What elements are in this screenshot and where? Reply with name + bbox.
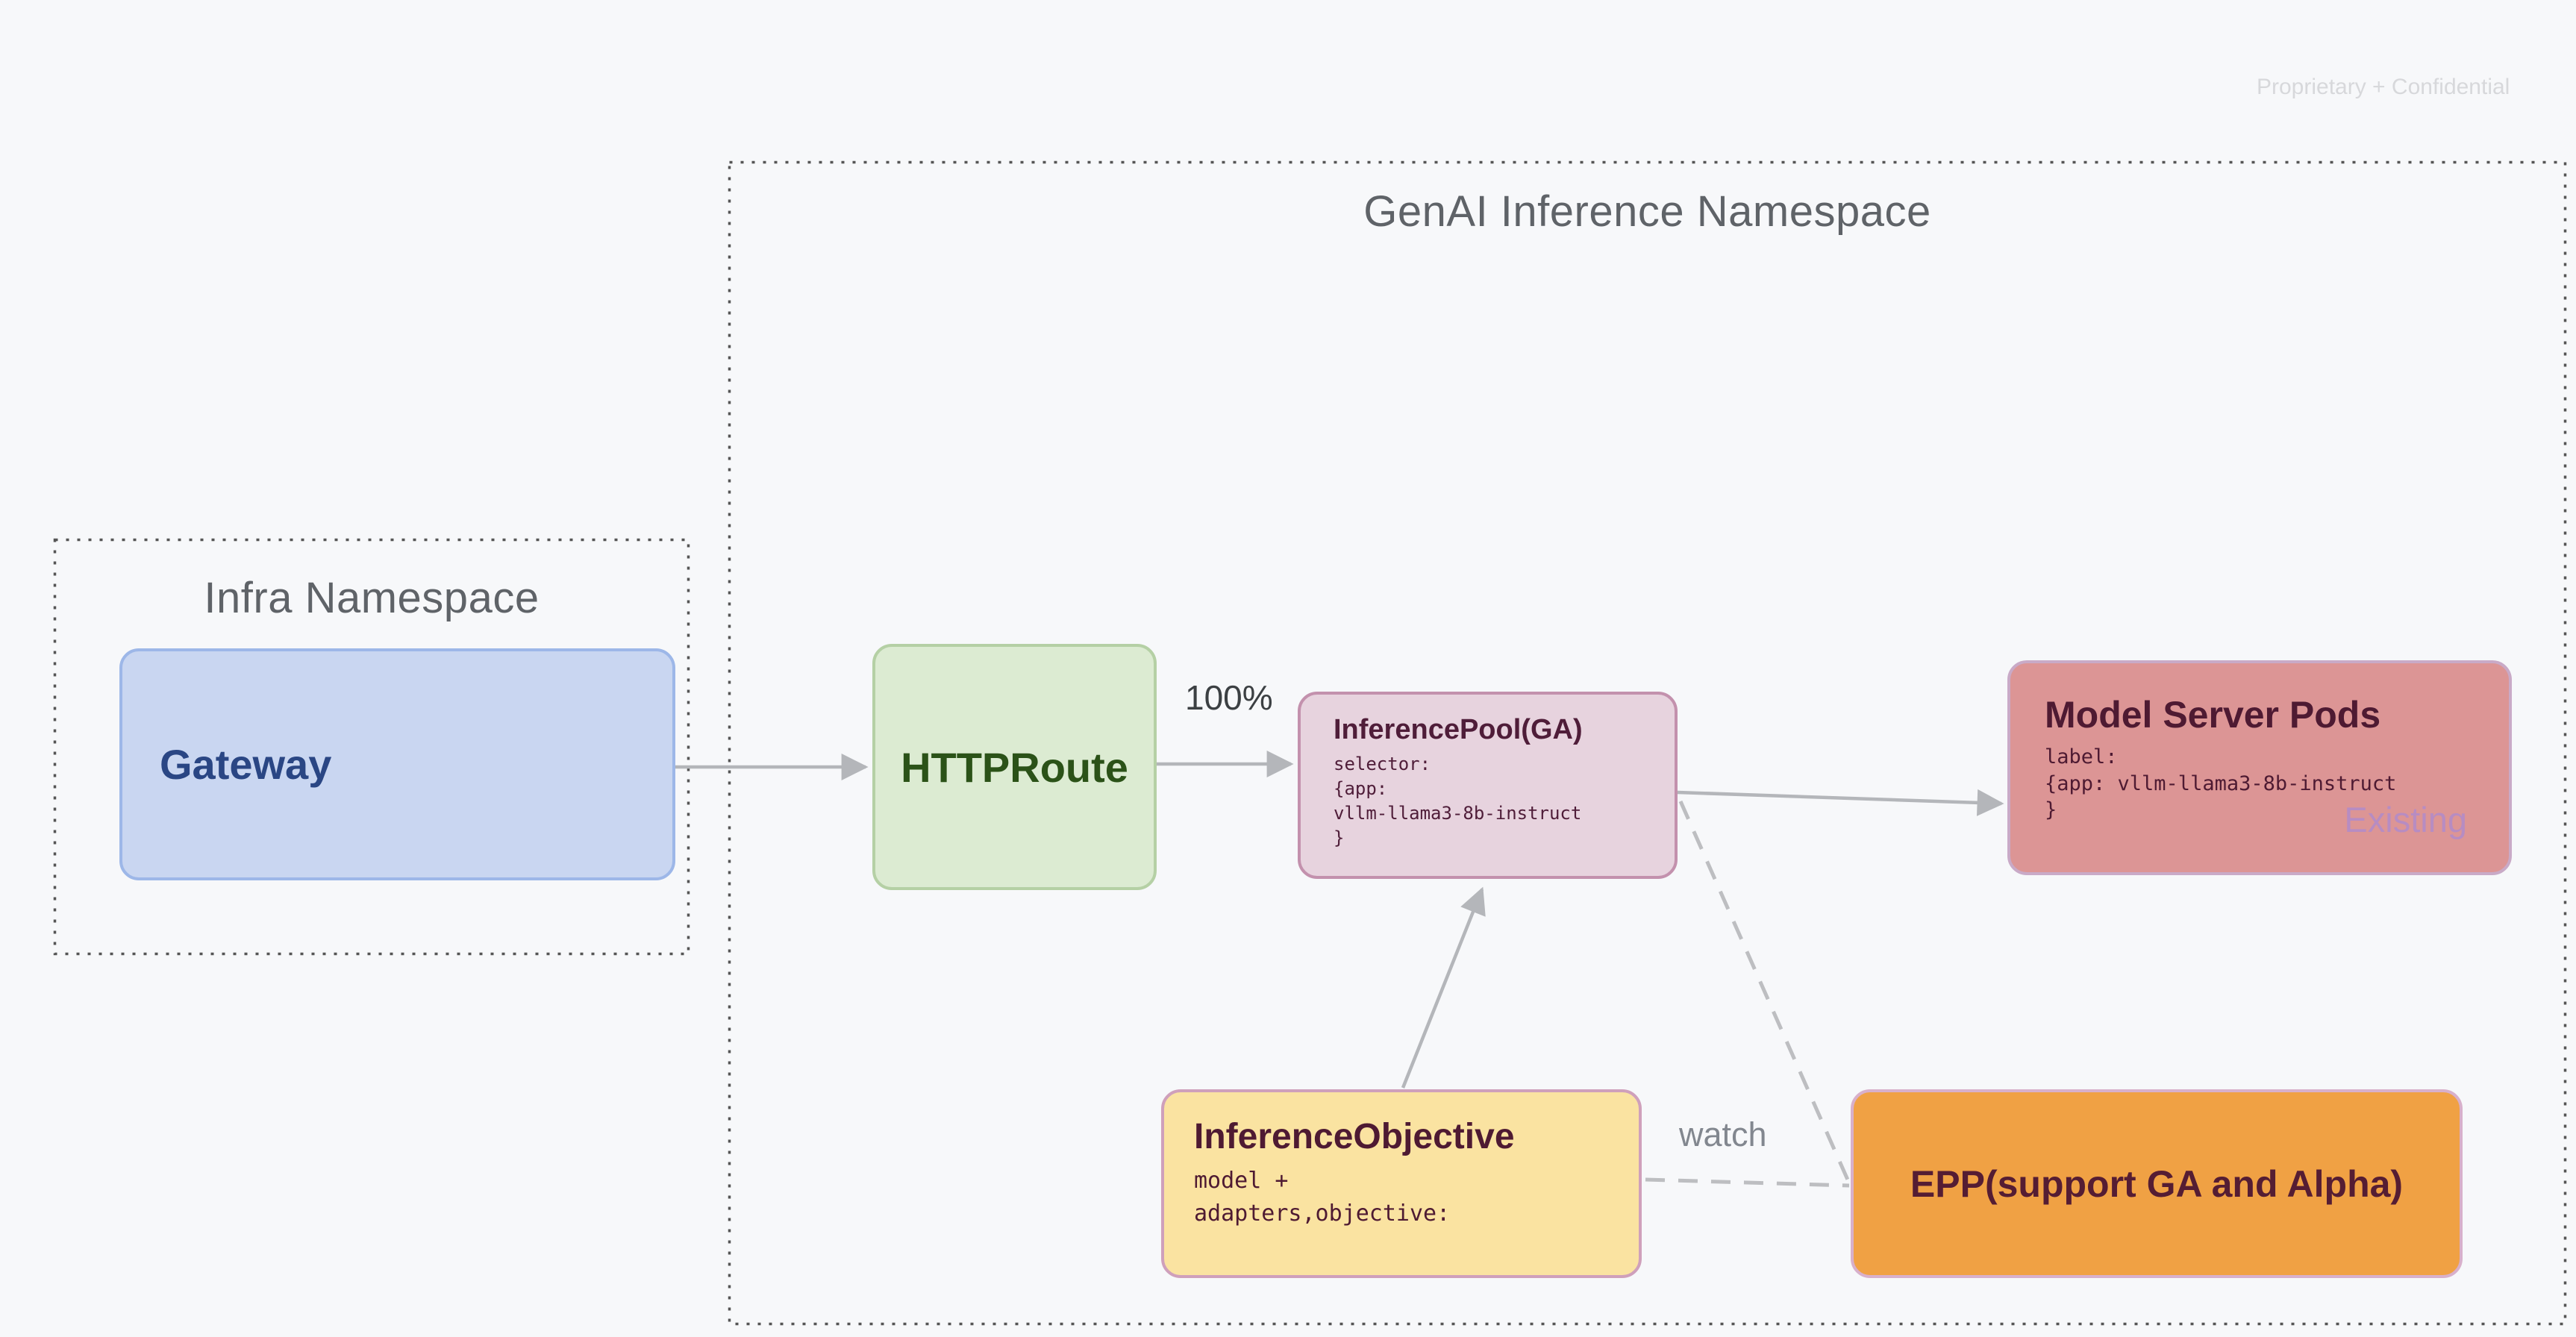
inference-pool-code-line: vllm-llama3-8b-instruct bbox=[1334, 803, 1582, 824]
epp-label: EPP(support GA and Alpha) bbox=[1910, 1162, 2404, 1205]
edge-inferenceobjective-to-inferencepool bbox=[1401, 886, 1486, 1089]
inference-objective-code-line: model + bbox=[1194, 1168, 1289, 1194]
gateway-node: Gateway bbox=[119, 648, 675, 880]
httproute-label: HTTPRoute bbox=[901, 743, 1128, 791]
inference-pool-title: InferencePool(GA) bbox=[1334, 714, 1583, 745]
model-server-pods-code-line: {app: vllm-llama3-8b-instruct bbox=[2045, 771, 2397, 795]
httproute-node: HTTPRoute bbox=[872, 644, 1157, 890]
inference-objective-title: InferenceObjective bbox=[1194, 1117, 1515, 1156]
genai-namespace-title: GenAI Inference Namespace bbox=[1363, 187, 1931, 236]
inference-pool-code-line: {app: bbox=[1334, 778, 1388, 800]
confidential-watermark: Proprietary + Confidential bbox=[2257, 75, 2510, 99]
edge-inferencepool-to-modelserverpods bbox=[1677, 789, 2004, 816]
genai-namespace-box bbox=[728, 160, 2567, 1326]
inference-pool-node: InferencePool(GA) selector: {app: vllm-l… bbox=[1298, 692, 1678, 879]
route-weight-label: 100% bbox=[1185, 678, 1273, 717]
watch-label: watch bbox=[1679, 1115, 1767, 1153]
gateway-label: Gateway bbox=[160, 741, 332, 788]
epp-node: EPP(support GA and Alpha) bbox=[1851, 1089, 2463, 1278]
inference-pool-code-line: } bbox=[1334, 827, 1345, 849]
infra-namespace-box bbox=[53, 538, 690, 956]
edge-inferenceobjective-to-epp-dashed bbox=[1645, 1177, 1850, 1188]
inference-pool-code-line: selector: bbox=[1334, 754, 1431, 774]
inference-objective-code-line: adapters,objective: bbox=[1194, 1200, 1451, 1227]
edge-inferencepool-to-epp-dashed bbox=[1678, 800, 1852, 1186]
inference-objective-node: InferenceObjective model + adapters,obje… bbox=[1161, 1089, 1642, 1278]
model-server-pods-node: Model Server Pods label: {app: vllm-llam… bbox=[2007, 660, 2512, 875]
model-server-pods-code-line: label: bbox=[2045, 745, 2118, 768]
model-server-pods-title: Model Server Pods bbox=[2045, 694, 2381, 736]
infra-namespace-title: Infra Namespace bbox=[204, 574, 540, 622]
existing-tag: Existing bbox=[2344, 800, 2467, 839]
model-server-pods-code-line: } bbox=[2045, 798, 2057, 822]
